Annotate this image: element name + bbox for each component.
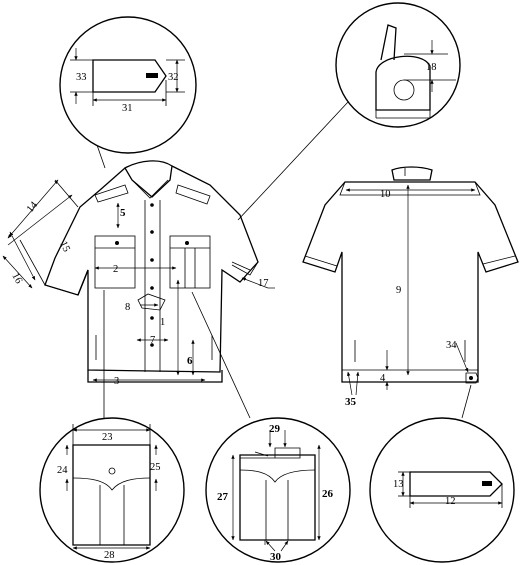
detail-pocket-section	[191, 291, 351, 563]
label-25: 25	[150, 462, 161, 473]
front-left-epaulette	[94, 184, 129, 203]
front-dimensions	[2, 179, 275, 382]
detail-strap-button	[237, 2, 461, 221]
back-body-outline	[302, 181, 519, 383]
front-placket	[144, 200, 161, 372]
label-34: 34	[446, 340, 457, 351]
label-29: 29	[269, 423, 281, 435]
label-16: 16	[9, 271, 24, 285]
label-26: 26	[322, 488, 334, 500]
label-5: 5	[120, 207, 126, 219]
back-dimensions	[345, 184, 476, 396]
back-shirt-view	[302, 166, 519, 384]
label-35: 35	[345, 396, 357, 408]
label-2: 2	[113, 264, 118, 275]
label-14: 14	[25, 199, 41, 215]
label-15: 15	[57, 240, 71, 254]
label-8: 8	[125, 302, 130, 313]
front-left-pocket	[94, 235, 136, 289]
label-31: 31	[122, 103, 133, 114]
front-right-epaulette	[175, 184, 211, 205]
label-12: 12	[445, 496, 456, 507]
label-6: 6	[187, 355, 193, 367]
label-7: 7	[150, 335, 155, 346]
label-28: 28	[104, 550, 115, 561]
label-17: 17	[258, 278, 269, 289]
back-collar	[391, 166, 433, 181]
label-33: 33	[76, 72, 87, 83]
label-9: 9	[396, 285, 401, 296]
front-hem-band	[87, 370, 223, 383]
label-23: 23	[102, 432, 113, 443]
front-collar	[124, 160, 173, 198]
detail-pocket-front	[39, 290, 185, 563]
label-1: 1	[160, 317, 165, 328]
label-4: 4	[380, 373, 386, 384]
front-right-pocket	[169, 235, 211, 289]
front-shirt-view	[44, 160, 259, 383]
label-30: 30	[270, 551, 282, 563]
label-27: 27	[217, 491, 229, 503]
label-10: 10	[380, 189, 391, 200]
detail-shoulder-strap	[59, 16, 197, 169]
detail-belt-tab	[369, 384, 515, 563]
label-13: 13	[393, 479, 404, 490]
label-32: 32	[168, 72, 179, 83]
label-18: 18	[426, 62, 437, 73]
label-24: 24	[57, 465, 68, 476]
label-3: 3	[114, 376, 119, 387]
